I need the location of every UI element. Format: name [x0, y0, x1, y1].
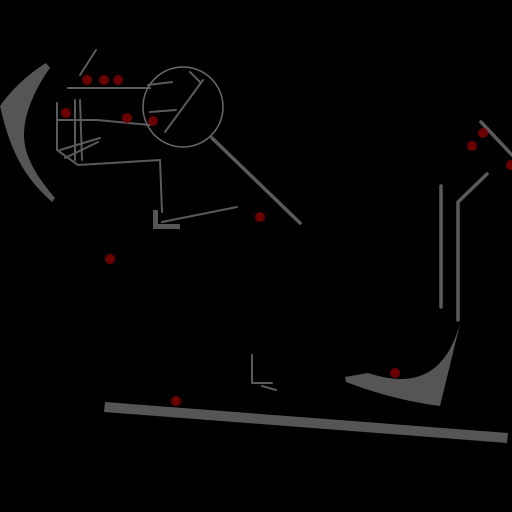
small-bracket [153, 210, 180, 229]
ball[interactable] [506, 160, 512, 170]
ball[interactable] [148, 116, 158, 126]
ball[interactable] [255, 212, 265, 222]
ball[interactable] [467, 141, 477, 151]
floor-bracket [251, 354, 273, 384]
diagonal-ramp [210, 136, 302, 225]
wheel [142, 66, 224, 148]
top-right-diagonal [479, 120, 512, 157]
balls [61, 75, 512, 406]
ball[interactable] [99, 75, 109, 85]
ball[interactable] [105, 254, 115, 264]
ball[interactable] [113, 75, 123, 85]
floor-bracket-foot [261, 385, 277, 391]
angled-rail [456, 172, 489, 322]
left-curved-bumper [0, 63, 55, 202]
right-curved-ramp [345, 320, 461, 406]
ball[interactable] [122, 113, 132, 123]
ball[interactable] [171, 396, 181, 406]
ball[interactable] [478, 128, 488, 138]
ball[interactable] [390, 368, 400, 378]
ball[interactable] [82, 75, 92, 85]
linkage-machine [56, 49, 238, 223]
floor-ramp [104, 402, 508, 443]
ball[interactable] [61, 108, 71, 118]
